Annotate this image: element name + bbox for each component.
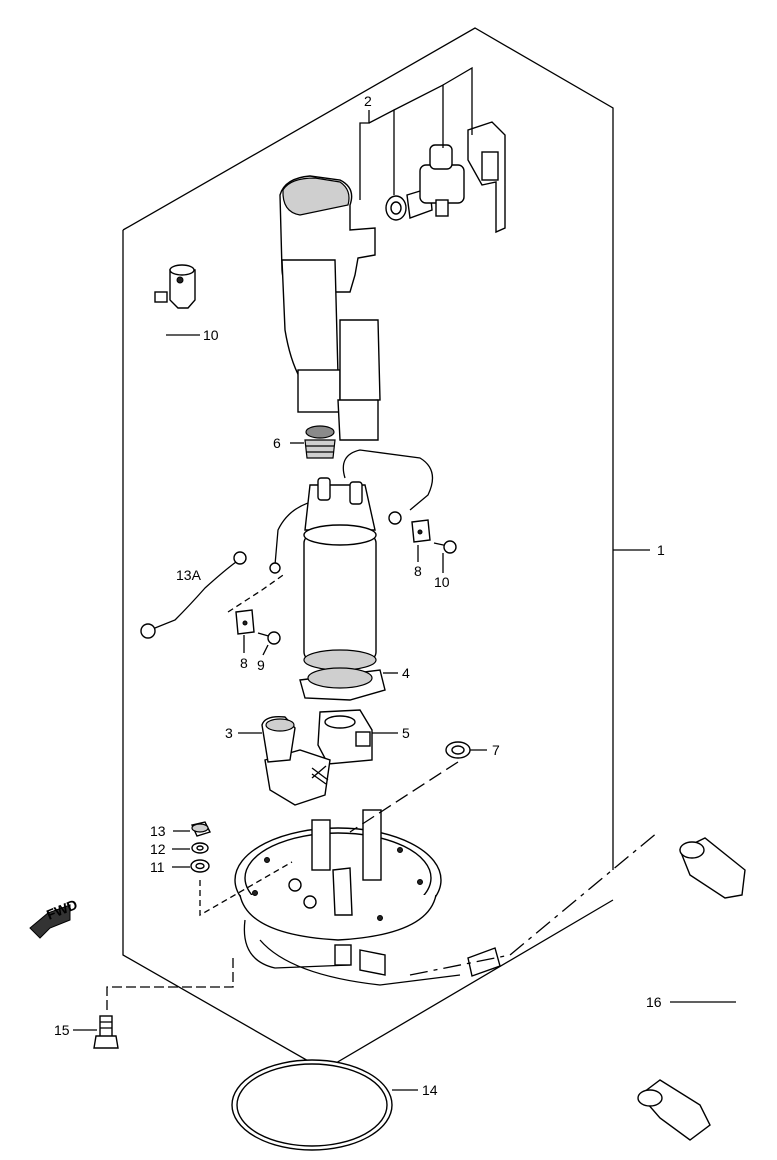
leader-2 xyxy=(359,66,473,200)
callout-2: 2 xyxy=(364,93,372,109)
part-nut xyxy=(191,821,211,837)
part-fuel-filter xyxy=(261,715,331,806)
part-cushion xyxy=(304,425,336,459)
callout-10-left: 10 xyxy=(203,327,219,343)
part-holder-bracket xyxy=(317,709,373,765)
callout-9: 9 xyxy=(257,657,265,673)
dashed-guide-bolts xyxy=(199,861,293,917)
callout-13a: 13A xyxy=(176,567,202,583)
part-pump-base-plate xyxy=(234,809,442,941)
part-outlet-wire xyxy=(243,919,501,986)
callout-labels: 1 2 10 6 8 10 13A 8 9 4 3 5 7 13 12 11 1… xyxy=(54,93,665,1098)
assembly-outline xyxy=(122,27,614,1071)
part-fuel-pump-cover xyxy=(279,175,381,441)
part-plate-left xyxy=(235,609,255,635)
part-screw-right xyxy=(433,540,457,554)
dashed-guide-connector xyxy=(409,831,659,976)
part-lock-washer xyxy=(191,842,209,854)
callout-8-left: 8 xyxy=(240,655,248,671)
part-plate-right xyxy=(411,519,431,543)
callout-15: 15 xyxy=(54,1022,70,1038)
callout-1: 1 xyxy=(657,542,665,558)
part-o-ring-small xyxy=(385,195,407,221)
callout-13: 13 xyxy=(150,823,166,839)
part-screw-left xyxy=(257,631,281,645)
part-vent-tube xyxy=(154,240,208,505)
part-pump-holder xyxy=(299,667,386,701)
callout-3: 3 xyxy=(225,725,233,741)
callout-11: 11 xyxy=(150,859,165,875)
part-gasket xyxy=(445,741,471,759)
callout-8-right: 8 xyxy=(414,563,422,579)
callout-6: 6 xyxy=(273,435,281,451)
callout-leaders xyxy=(73,334,736,1091)
part-fuel-hose xyxy=(637,837,766,1141)
part-bracket-clip xyxy=(467,121,506,234)
callout-16: 16 xyxy=(646,994,662,1010)
part-wire-harness xyxy=(269,449,434,574)
callout-10-right: 10 xyxy=(434,574,450,590)
callout-12: 12 xyxy=(150,841,166,857)
part-lead-wire xyxy=(140,551,247,639)
callout-14: 14 xyxy=(422,1082,438,1098)
dashed-guide-left xyxy=(227,572,287,613)
part-large-o-ring xyxy=(231,1059,393,1151)
dashed-guide-gasket xyxy=(349,761,459,833)
callout-4: 4 xyxy=(402,665,410,681)
part-washer xyxy=(190,859,210,873)
part-fuel-pump xyxy=(303,477,377,671)
filter-mesh xyxy=(311,765,329,785)
callout-5: 5 xyxy=(402,725,410,741)
fwd-direction-badge: FWD xyxy=(29,896,80,939)
callout-7: 7 xyxy=(492,742,500,758)
part-pressure-regulator xyxy=(406,144,465,219)
part-bolt xyxy=(93,958,234,1049)
